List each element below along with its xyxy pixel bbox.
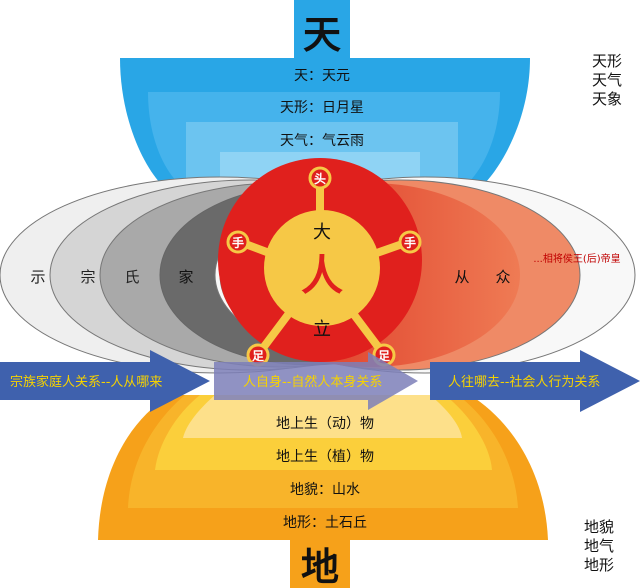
arrow-middle-label: 人自身--自然人本身关系 [243,374,382,390]
earth-side-item-3: 地形 [584,556,615,574]
arrow-middle [214,352,418,410]
node-right-hand [398,230,422,254]
limb-right-foot [348,309,386,355]
heaven-side-list: 天形 天气 天象 [592,52,622,109]
person-center-char: 人 [301,251,343,300]
arrow-right-label: 人往哪去--社会人行为关系 [448,374,600,390]
node-right-hand-label: 手 [404,235,416,250]
node-left-hand [226,230,250,254]
earth-level-1-label: 地上生（动）物 [276,416,374,432]
oval-label-zong: 宗 [80,268,95,286]
person-top-word: 大 [313,222,331,243]
node-head [308,166,332,190]
arrow-left-label: 宗族家庭人关系--人从哪来 [10,374,162,390]
oval-label-shi-2: 氏 [124,268,139,286]
limb-left-foot [256,309,294,355]
person-figure: 头 手 手 足 足 大 人 立 [218,158,422,367]
heaven-side-item-1: 天形 [592,52,623,70]
heaven-level-2-label: 天形：日月星 [280,100,364,116]
earth-level-4-label: 地形：土石丘 [283,515,367,531]
earth-section: 地上生（动）物 地上生（植）物 地貌：山水 地形：土石丘 地 [98,395,548,588]
person-bottom-word: 立 [313,319,331,340]
heaven-level-1-label: 天：天元 [294,68,350,84]
earth-side-list: 地貌 地气 地形 [584,518,614,575]
oval-label-zhong: 众 [495,268,510,286]
node-left-hand-label: 手 [232,235,244,250]
earth-title: 地 [301,545,339,588]
arrow-right [430,350,640,412]
heaven-level-3-label: 天气：气云雨 [280,133,364,149]
relationship-arrows: 宗族家庭人关系--人从哪来 人自身--自然人本身关系 人往哪去--社会人行为关系 [0,350,640,412]
earth-level-2-label: 地上生（植）物 [276,449,374,465]
heaven-side-item-2: 天气 [592,71,623,89]
heaven-title: 天 [303,13,341,57]
node-head-label: 头 [314,171,326,186]
oval-label-jia: 家 [178,268,193,286]
earth-side-item-1: 地貌 [584,518,615,536]
earth-level-3-label: 地貌：山水 [290,482,360,498]
arrow-left [0,350,210,412]
oval-label-cong: 从 [454,268,469,286]
earth-title-bar [290,540,350,588]
person-yellow-circle [264,210,380,326]
oval-label-shi-1: 示 [30,268,45,286]
node-left-foot-label: 足 [252,349,264,363]
heaven-title-bar [294,0,350,58]
node-right-foot-label: 足 [378,349,390,363]
heaven-side-item-3: 天象 [592,90,623,108]
earth-level-4 [183,395,462,438]
earth-side-item-2: 地气 [584,537,615,555]
rank-label: ...相将侯王(后)帝皇 [533,252,620,265]
